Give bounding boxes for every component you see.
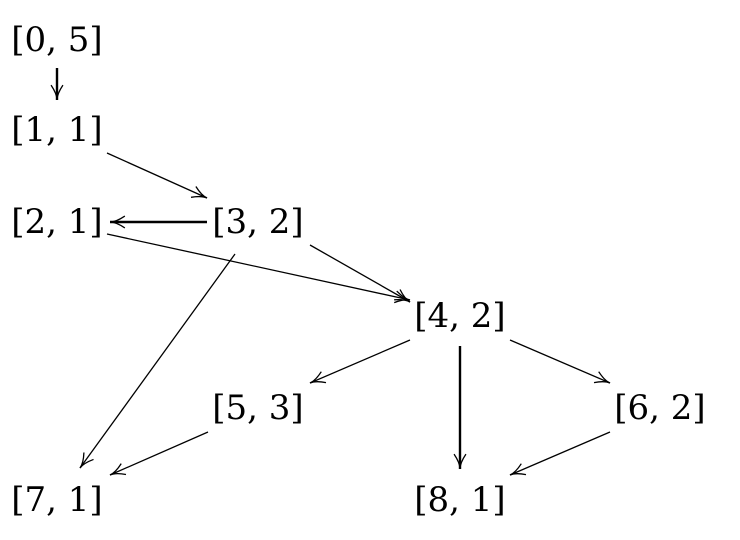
- edge-n3-n4-arrow: [309, 244, 411, 303]
- node-2-1: [2, 1]: [11, 202, 103, 242]
- edge-n3-n2-arrow: [109, 215, 207, 229]
- node-1-1: [1, 1]: [11, 110, 103, 150]
- edge-n4-n8-arrow: [453, 346, 467, 470]
- node-0-5: [0, 5]: [11, 20, 103, 60]
- node-5-3: [5, 3]: [212, 388, 304, 428]
- arrowhead-icon: [453, 453, 467, 470]
- edge-line: [309, 339, 411, 384]
- edge-n0-n1-arrow: [50, 68, 64, 101]
- edge-n4-n6-arrow: [509, 339, 611, 384]
- edge-n5-n7-arrow: [109, 431, 209, 476]
- arrowhead-icon: [79, 452, 94, 469]
- edge-n4-n5-arrow: [309, 339, 411, 384]
- arrowhead-icon: [309, 371, 327, 384]
- edge-n2-n4-arrow: [106, 233, 411, 304]
- arrowhead-icon: [50, 84, 64, 101]
- arrowhead-icon: [190, 186, 208, 199]
- node-3-2: [3, 2]: [212, 202, 304, 242]
- arrowhead-icon: [109, 215, 126, 229]
- edge-line: [509, 339, 611, 384]
- edge-line: [79, 253, 236, 469]
- edge-line: [309, 244, 411, 303]
- edge-n1-n3-arrow: [106, 152, 208, 199]
- edge-line: [109, 431, 209, 476]
- arrowhead-icon: [394, 289, 411, 303]
- node-8-1: [8, 1]: [414, 480, 506, 520]
- node-4-2: [4, 2]: [414, 296, 506, 336]
- node-7-1: [7, 1]: [11, 480, 103, 520]
- arrowhead-icon: [109, 463, 127, 476]
- edge-n6-n8-arrow: [509, 431, 611, 476]
- arrowhead-icon: [509, 463, 527, 476]
- edge-line: [106, 233, 411, 301]
- edge-line: [509, 431, 611, 476]
- edge-line: [106, 152, 208, 199]
- arrowhead-icon: [393, 290, 411, 304]
- node-6-2: [6, 2]: [614, 388, 706, 428]
- edge-n3-n7-arrow: [79, 253, 236, 469]
- arrowhead-icon: [593, 371, 611, 384]
